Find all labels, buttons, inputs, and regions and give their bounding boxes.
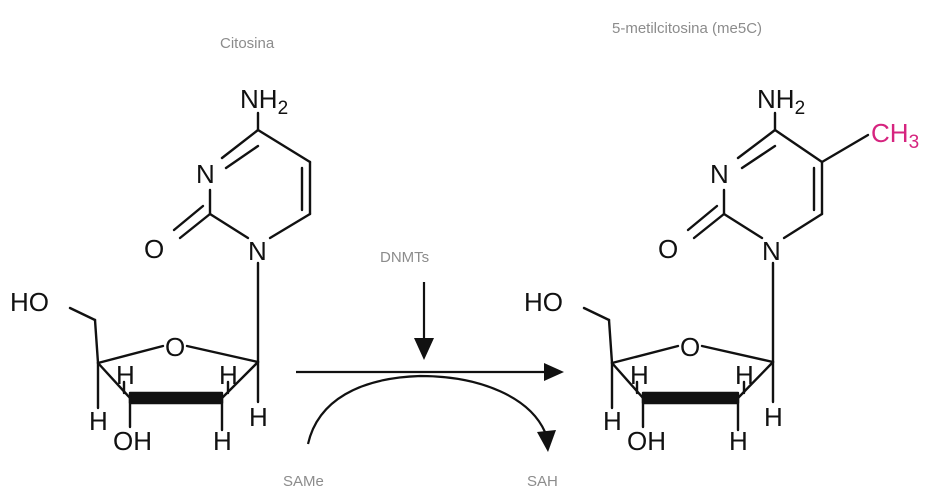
methylcytosine-nh2: NH2 (757, 84, 805, 119)
reaction-arrow (296, 363, 564, 381)
cytosine-carbonyl-o: O (144, 234, 164, 264)
enzyme-arrow (414, 282, 434, 360)
methylcytosine-molecule (582, 111, 870, 432)
cofactor-in-label: SAMe (283, 473, 324, 490)
cytosine-nh2: NH2 (240, 84, 288, 119)
methylcytosine-oh: OH (627, 426, 666, 456)
methylcytosine-h-c1: H (764, 402, 783, 432)
enzyme-label: DNMTs (380, 249, 429, 266)
cofactor-arc (306, 374, 556, 452)
methylcytosine-h-c2b: H (729, 426, 748, 456)
methylcytosine-h-c4a: H (603, 406, 622, 436)
reactant-name: Citosina (220, 35, 275, 52)
methylcytosine-ch3: CH3 (871, 118, 919, 153)
cytosine-n3: N (196, 159, 215, 189)
cytosine-h-c1: H (249, 402, 268, 432)
methylcytosine-n3: N (710, 159, 729, 189)
cytosine-h-c4a: H (89, 406, 108, 436)
cofactor-out-label: SAH (527, 473, 558, 490)
methylcytosine-carbonyl-o: O (658, 234, 678, 264)
cytosine-ho: HO (10, 287, 49, 317)
methylcytosine-h-c2a: H (735, 360, 754, 390)
cytosine-h-c2a: H (219, 360, 238, 390)
methylcytosine-ring-o: O (680, 332, 700, 362)
product-name: 5-metilcitosina (me5C) (612, 20, 762, 37)
cytosine-n1: N (248, 236, 267, 266)
cytosine-h-c2b: H (213, 426, 232, 456)
cytosine-oh: OH (113, 426, 152, 456)
cytosine-ring-o: O (165, 332, 185, 362)
methylcytosine-n1: N (762, 236, 781, 266)
cytosine-h-c3a: H (116, 360, 135, 390)
methylcytosine-h-c3a: H (630, 360, 649, 390)
cytosine-molecule (68, 111, 312, 432)
methylcytosine-ho: HO (524, 287, 563, 317)
